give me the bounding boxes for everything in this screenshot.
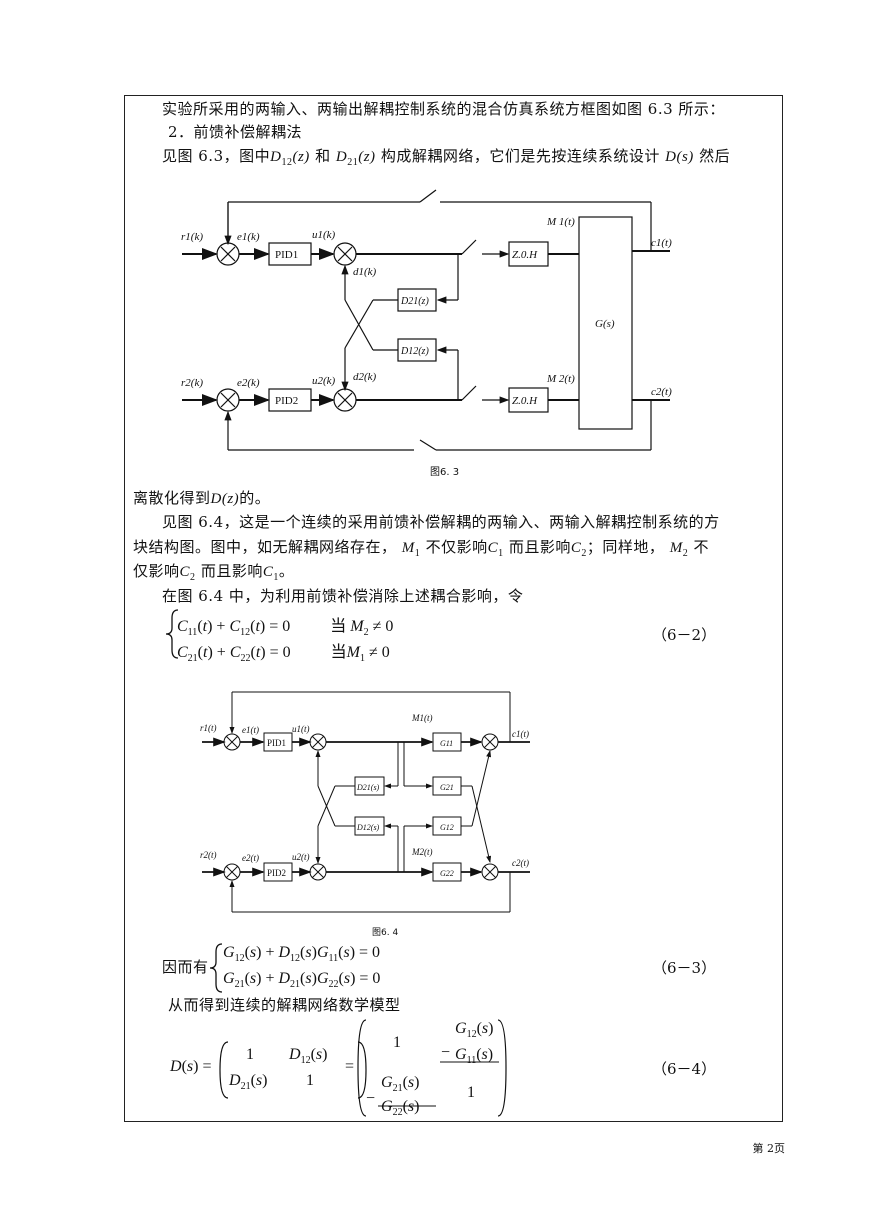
paragraph-model: 从而得到连续的解耦网络数学模型 — [168, 996, 401, 1014]
eq64-n12-minus: − — [441, 1044, 451, 1061]
eq64-lhs: D(s) = — [170, 1058, 212, 1075]
paragraph-fig64-ref-cont: 块结构图。图中，如无解耦网络存在， M1 不仅影响C1 而且影响C2；同样地， … — [133, 538, 710, 559]
eq64-m11: 1 — [246, 1046, 254, 1063]
eq63-line1: G12(s) + D12(s)G11(s) = 0 — [223, 944, 381, 965]
eq64-equals: = — [345, 1058, 355, 1075]
section-heading: 2．前馈补偿解耦法 — [168, 123, 303, 141]
paragraph-intro: 实验所采用的两输入、两输出解耦控制系统的混合仿真系统方框图如图 6.3 所示： — [162, 100, 725, 118]
figure-6-3-caption: 图6. 3 — [430, 467, 460, 478]
eq64-n22: 1 — [467, 1084, 475, 1101]
eq64-n11: 1 — [393, 1034, 401, 1051]
content-frame — [124, 95, 783, 1122]
eq64-n12-den: G11(s) — [455, 1046, 494, 1067]
eq64-n21-num: G21(s) — [381, 1074, 420, 1095]
matrix-2-brackets — [357, 1019, 507, 1117]
eq62-line1: C11(t) + C12(t) = 0 当 M2 ≠ 0 — [177, 618, 394, 639]
eq64-m21: D21(s) — [229, 1072, 268, 1093]
paragraph-fig64-ref-end: 仅影响C2 而且影响C1。 — [133, 562, 295, 583]
brace-6-3 — [209, 943, 223, 993]
figure-6-4-caption: 图6. 4 — [372, 928, 399, 938]
eq64-number: （6－4） — [652, 1060, 717, 1078]
eq64-n21-minus: − — [366, 1090, 376, 1107]
paragraph-discretize: 离散化得到D(z)的。 — [133, 489, 271, 507]
eq64-m22: 1 — [306, 1072, 314, 1089]
eq64-m12: D12(s) — [289, 1046, 328, 1067]
eq63-number: （6－3） — [652, 959, 717, 977]
eq63-line2: G21(s) + D21(s)G22(s) = 0 — [223, 970, 381, 991]
page-number: 第 2页 — [752, 1142, 786, 1155]
paragraph-feedforward: 在图 6.4 中，为利用前馈补偿消除上述耦合影响，令 — [162, 587, 524, 605]
eq62-line2: C21(t) + C22(t) = 0 当M1 ≠ 0 — [177, 644, 390, 665]
brace-6-2 — [165, 609, 179, 659]
eq64-n21-den: G22(s) — [381, 1098, 420, 1119]
paragraph-fig63-ref: 见图 6.3，图中D12(z) 和 D21(z) 构成解耦网络，它们是先按连续系… — [162, 147, 731, 168]
eq63-prefix: 因而有 — [162, 958, 209, 976]
matrix-1-brackets — [219, 1041, 367, 1099]
eq62-number: （6－2） — [652, 626, 717, 644]
paragraph-fig64-ref: 见图 6.4，这是一个连续的采用前馈补偿解耦的两输入、两输入解耦控制系统的方 — [162, 513, 720, 531]
eq64-n12-num: G12(s) — [455, 1020, 494, 1041]
